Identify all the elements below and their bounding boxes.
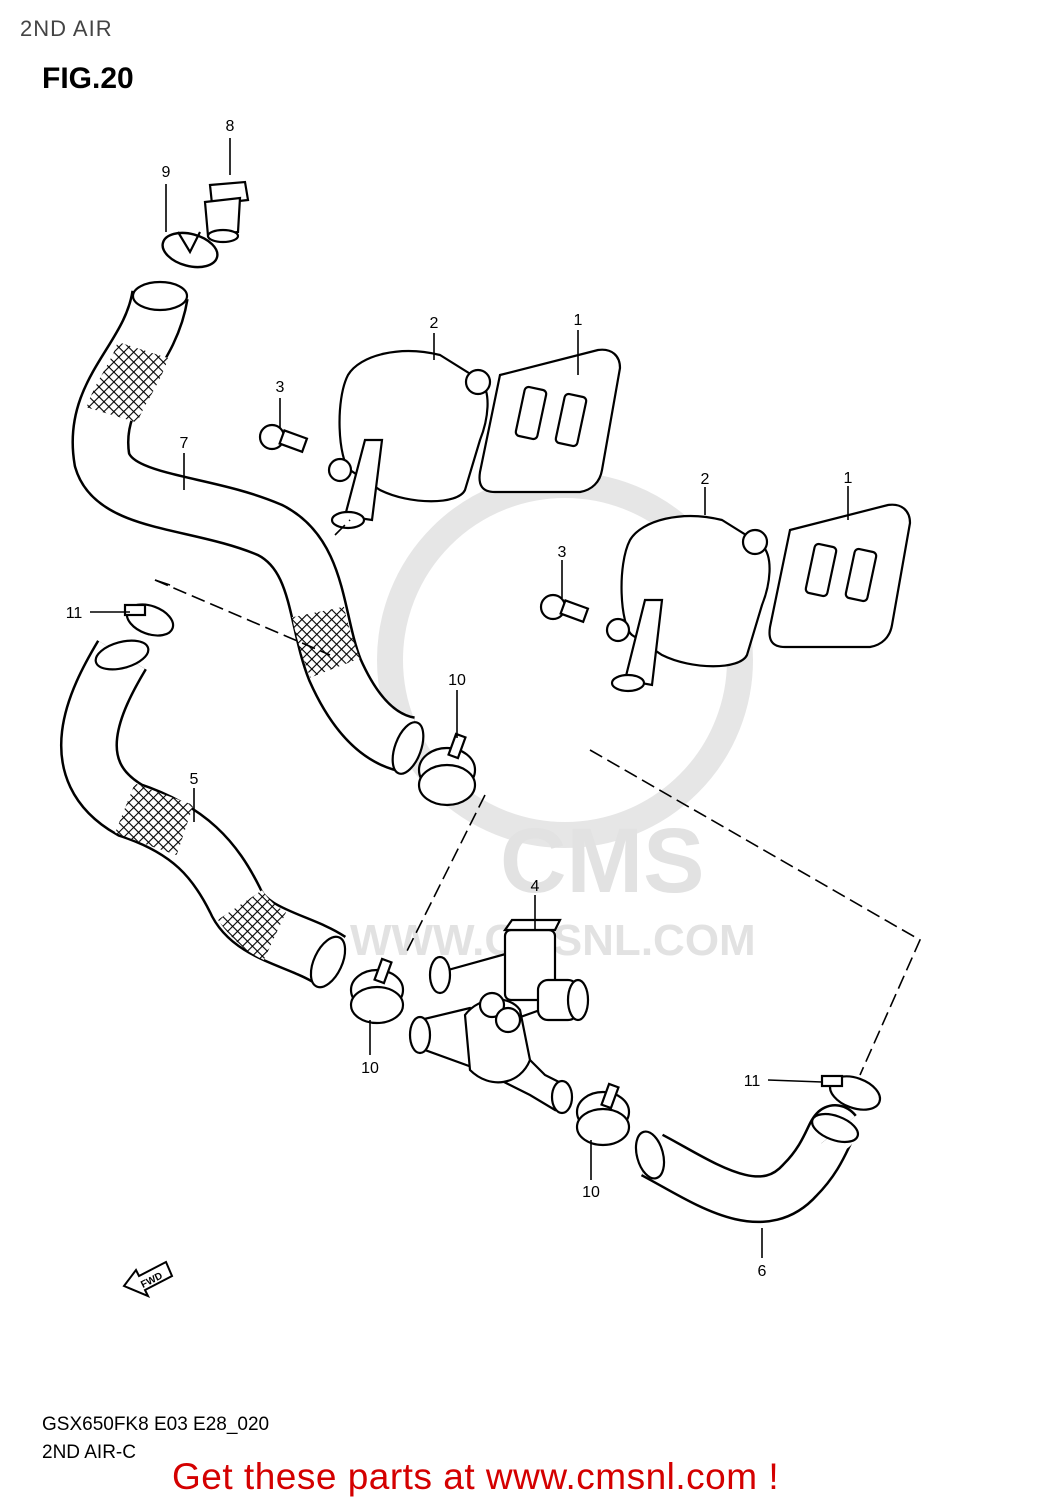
figure-label: FIG.20	[42, 62, 134, 95]
model-code: GSX650FK8 E03 E28_020	[42, 1414, 270, 1435]
assembly-line-cover-clamp11	[589, 749, 922, 1076]
callout-11-right: 11	[744, 1073, 761, 1090]
forward-arrow-icon: FWD	[122, 1260, 174, 1298]
callout-11-left: 11	[66, 605, 83, 622]
callouts: 8 9 2 1 3 7 2 1 3 11 10 5 4 10 11 10 6	[66, 118, 853, 1280]
valve-cover-2-upper	[327, 349, 492, 530]
clamp-10-c	[575, 1082, 631, 1147]
watermark-brand: CMS	[500, 810, 704, 912]
callout-5: 5	[190, 771, 199, 788]
reed-valve-1-lower	[768, 503, 912, 649]
callout-2-lower: 2	[701, 471, 710, 488]
clamp-11-b	[820, 1074, 882, 1111]
assembly-line-cover-hose	[334, 519, 351, 536]
hose-6	[634, 1104, 860, 1224]
bolt-3-lower	[539, 593, 590, 624]
leader-lines	[90, 138, 849, 1258]
callout-1-upper: 1	[574, 312, 583, 329]
page-header: 2ND AIR	[20, 16, 113, 41]
clamp-11-a	[123, 603, 175, 637]
clamp-10-a	[417, 732, 477, 807]
callout-4: 4	[531, 878, 540, 895]
callout-9: 9	[162, 164, 171, 181]
assembly-line-stub	[154, 579, 171, 586]
callout-6: 6	[758, 1263, 767, 1280]
air-valve-4	[408, 918, 590, 1115]
promo-link[interactable]: Get these parts at www.cmsnl.com !	[172, 1456, 780, 1497]
hose-5	[60, 639, 347, 989]
callout-1-lower: 1	[844, 470, 853, 487]
assembly-line-hose7-clamp11	[154, 579, 331, 656]
connector-8	[203, 180, 250, 244]
hose-7	[71, 280, 425, 775]
callout-10-lower: 10	[582, 1184, 600, 1201]
callout-3-upper: 3	[276, 379, 285, 396]
bolt-3-upper	[258, 423, 309, 454]
callout-10-upper: 10	[448, 672, 466, 689]
section-code: 2ND AIR-C	[42, 1442, 136, 1463]
assembly-line-clamp10-valve	[404, 794, 486, 956]
callout-10-left: 10	[361, 1060, 379, 1077]
clamp-10-b	[349, 957, 405, 1025]
reed-valve-1-upper	[478, 348, 622, 494]
callout-8: 8	[226, 118, 235, 135]
callout-7: 7	[180, 435, 189, 452]
callout-2-upper: 2	[430, 315, 439, 332]
callout-3-lower: 3	[558, 544, 567, 561]
valve-cover-2-lower	[605, 514, 771, 693]
clip-9	[161, 231, 219, 269]
